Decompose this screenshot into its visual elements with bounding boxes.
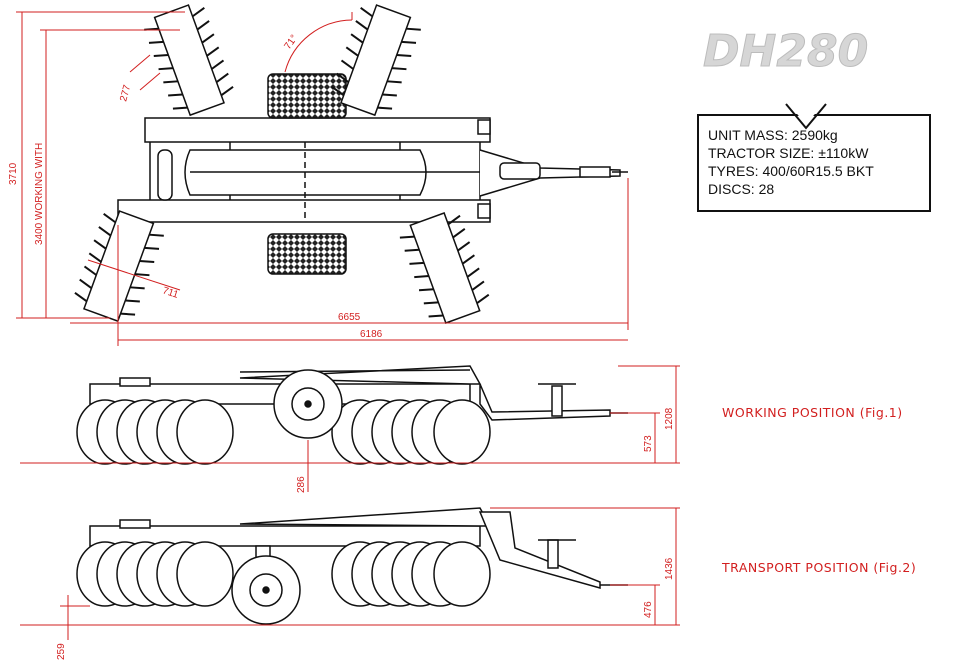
spec-unit-mass: UNIT MASS: 2590kg bbox=[708, 127, 838, 143]
rear-gang-transport bbox=[76, 541, 234, 607]
spec-tyres: TYRES: 400/60R15.5 BKT bbox=[708, 163, 874, 179]
dim-transport-clearance: 259 bbox=[56, 643, 67, 660]
transport-position-view bbox=[76, 507, 628, 625]
front-gang-working bbox=[331, 399, 491, 465]
dim-working-height: 1208 bbox=[664, 407, 675, 430]
front-gang-transport bbox=[331, 541, 491, 607]
working-position-label: WORKING POSITION (Fig.1) bbox=[722, 405, 903, 420]
dim-overall-length: 6655 bbox=[338, 312, 361, 323]
transport-dimensions bbox=[20, 507, 680, 640]
top-view-dimensions bbox=[16, 11, 629, 346]
dim-disc-spacing: 277 bbox=[118, 83, 133, 102]
dim-gang-offset: 711 bbox=[161, 285, 180, 301]
spec-tractor-size: TRACTOR SIZE: ±110kW bbox=[708, 145, 869, 161]
working-position-view bbox=[76, 365, 628, 465]
dim-overall-width: 3710 bbox=[8, 162, 19, 185]
dim-gang-angle: 71° bbox=[282, 33, 300, 52]
dim-transport-hitch: 476 bbox=[643, 601, 654, 618]
spec-box: UNIT MASS: 2590kg TRACTOR SIZE: ±110kW T… bbox=[697, 103, 931, 212]
working-dimensions bbox=[20, 365, 680, 492]
model-logo: DH280 bbox=[703, 26, 868, 77]
top-view bbox=[74, 4, 628, 324]
dim-transport-height: 1436 bbox=[664, 557, 675, 580]
dim-frame-length: 6186 bbox=[360, 329, 383, 340]
transport-position-label: TRANSPORT POSITION (Fig.2) bbox=[721, 560, 916, 575]
dim-working-hitch: 573 bbox=[643, 435, 654, 452]
dim-working-clearance: 286 bbox=[296, 476, 307, 493]
rear-gang-working bbox=[76, 399, 234, 465]
dim-working-width: 3400 WORKING WITH bbox=[34, 143, 45, 245]
spec-discs: DISCS: 28 bbox=[708, 181, 774, 197]
